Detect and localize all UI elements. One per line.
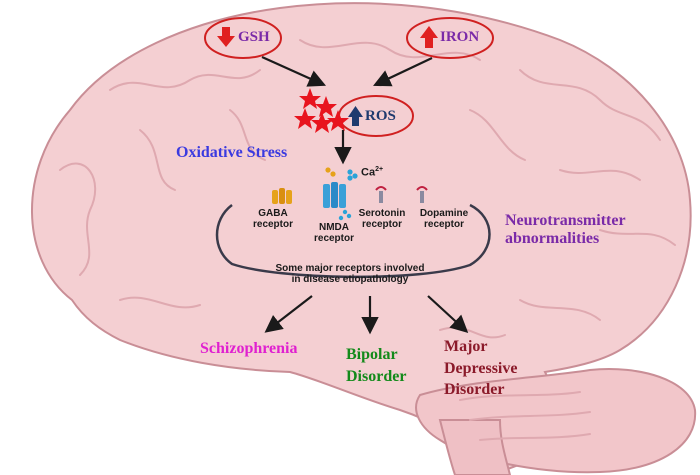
iron-label: IRON: [440, 29, 480, 45]
brain-cerebrum: [31, 2, 692, 472]
red-star-cluster-icon: [294, 88, 349, 133]
schizophrenia-label: Schizophrenia: [200, 340, 298, 357]
ros-label: ROS: [365, 108, 396, 124]
up-arrow-icon: [420, 26, 438, 48]
brain-folds: [59, 39, 676, 441]
gsh-label: GSH: [238, 29, 270, 45]
serotonin-receptor-icon: [375, 186, 387, 203]
iron-to-ros-arrow: [373, 57, 433, 87]
gsh-to-ros-arrow: [261, 55, 327, 87]
down-arrow-icon: [217, 27, 235, 47]
gaba-receptor-icon: [272, 188, 292, 204]
arrow-to-depressive: [427, 295, 469, 333]
cell-membrane-loop: [215, 203, 491, 279]
dopamine-receptor-icon: [416, 186, 428, 203]
brain-stem: [438, 419, 512, 475]
gsh-oval: [204, 17, 282, 59]
up-arrow-icon: [348, 106, 363, 126]
calcium-label: Ca2+: [361, 166, 384, 179]
arrow-to-schizophrenia: [264, 295, 313, 333]
oxidative-stress-label: Oxidative Stress: [176, 144, 288, 161]
nmda-receptor-icon: [323, 182, 352, 221]
iron-oval: [406, 17, 494, 59]
calcium-ions-icon: [325, 167, 358, 181]
